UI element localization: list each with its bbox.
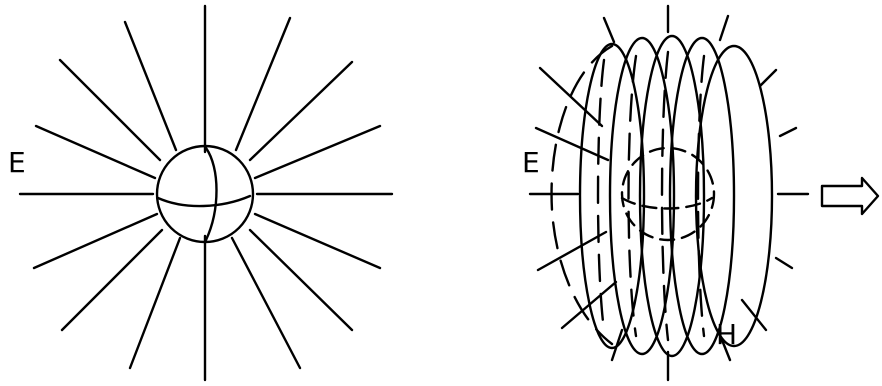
field-line	[760, 70, 776, 86]
field-line	[255, 214, 380, 268]
field-line	[780, 128, 796, 136]
electric-field-label: E	[522, 146, 540, 179]
field-line	[232, 238, 300, 368]
left-panel: E	[8, 6, 392, 380]
h-ring	[640, 36, 704, 356]
field-line	[538, 232, 606, 270]
right-panel: E H	[522, 6, 878, 380]
magnetic-field-label: H	[716, 318, 737, 351]
h-ring	[580, 44, 644, 348]
moving-charge-sphere	[622, 148, 714, 240]
field-line	[776, 258, 792, 268]
field-label-e: E	[8, 146, 26, 179]
field-line	[255, 126, 380, 178]
field-line	[536, 128, 608, 160]
field-line	[250, 230, 352, 330]
field-line	[62, 230, 162, 330]
field-line	[125, 22, 176, 150]
field-line	[34, 214, 157, 268]
field-line	[130, 238, 180, 368]
field-line	[720, 16, 728, 40]
field-line	[604, 18, 614, 42]
motion-arrow	[822, 178, 878, 214]
radial-field-lines	[20, 6, 392, 380]
charge-sphere	[157, 146, 253, 242]
arrow-right-icon	[822, 178, 878, 214]
field-line	[36, 126, 155, 178]
